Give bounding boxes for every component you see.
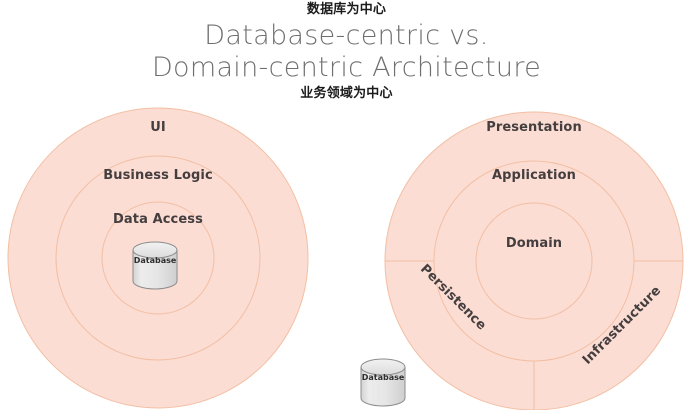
- ring-label-application: Application: [491, 168, 577, 183]
- database-cylinder-right[interactable]: [360, 358, 406, 407]
- ring-label-business-logic: Business Logic: [103, 168, 213, 183]
- ring-domain[interactable]: [475, 202, 593, 320]
- ring-label-presentation: Presentation: [486, 120, 582, 135]
- annotation-database-centric: 数据库为中心: [306, 2, 387, 17]
- database-cylinder-left[interactable]: [132, 241, 178, 290]
- page-title: Database-centric vs. Domain-centric Arch…: [0, 20, 693, 84]
- database-cylinder-left-label: Database: [133, 256, 177, 265]
- diagram-header: 数据库为中心 Database-centric vs. Domain-centr…: [0, 0, 693, 104]
- page-title-line-2: Domain-centric Architecture: [151, 52, 542, 83]
- database-centric-diagram: [7, 107, 309, 409]
- domain-centric-diagram: [360, 111, 684, 410]
- ring-label-data-access: Data Access: [113, 212, 203, 227]
- ring-label-domain: Domain: [505, 236, 563, 251]
- ring-label-ui: UI: [150, 120, 166, 135]
- page-title-line-1: Database-centric vs.: [204, 20, 489, 51]
- annotation-domain-centric: 业务领域为中心: [300, 86, 393, 101]
- database-cylinder-right-label: Database: [361, 373, 405, 382]
